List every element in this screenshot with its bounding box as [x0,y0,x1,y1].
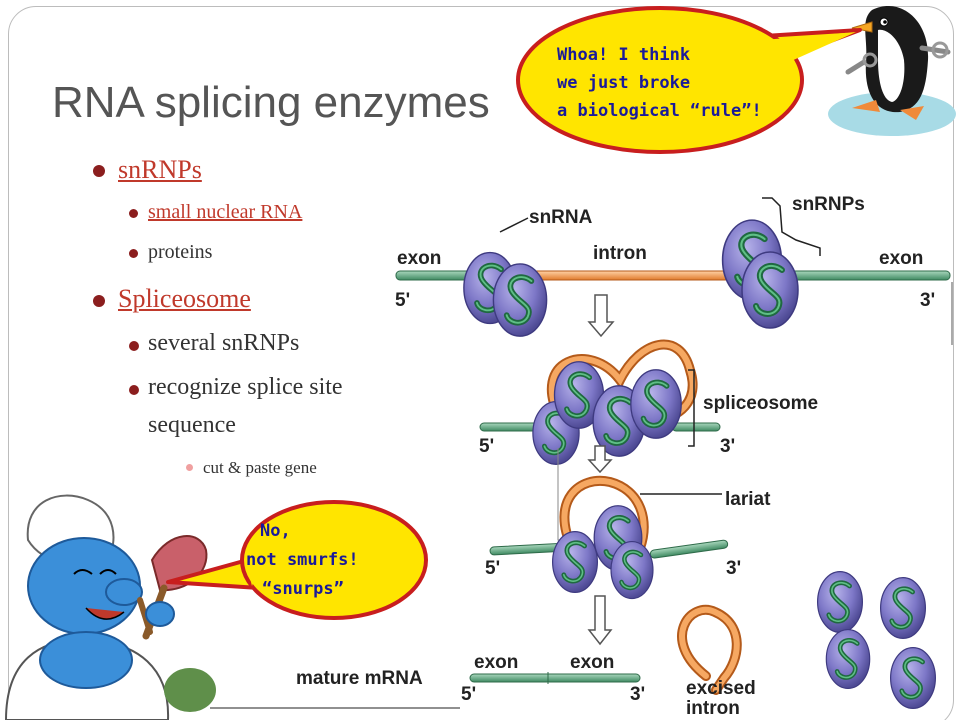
down-arrow-icon [587,445,613,474]
bullet-dot [129,385,139,395]
label-exon: exon [570,652,614,673]
bullet-cut-paste-gene: cut & paste gene [203,458,317,477]
label-intron: intron [686,698,740,719]
label-lariat: lariat [725,489,771,510]
label-3-prime: 3' [630,684,645,705]
smurf-illustration [4,494,216,720]
penguin-bubble-line2: we just broke [557,73,690,93]
slide-frame [8,6,954,720]
label-exon-left: exon [397,248,441,269]
label-5-prime: 5' [485,558,500,579]
slide-title: RNA splicing enzymes [52,78,490,127]
stage-lariat [489,475,729,599]
label-3-prime: 3' [920,290,935,311]
label-5-prime: 5' [461,684,476,705]
smurf-speech-bubble: No, not smurfs! “snurps” [166,500,428,620]
penguin-bubble-line1: Whoa! I think [557,45,690,65]
label-exon: exon [474,652,518,673]
snrnp-protein [631,370,681,438]
snrnp-protein [553,532,598,593]
snrnp-protein [742,252,798,328]
snrnp-protein [611,542,653,599]
label-snrnps: snRNPs [792,194,865,215]
bullet-sequence: sequence [148,412,236,438]
bullet-dot [186,464,193,471]
bullet-dot [129,249,138,258]
snrnp-protein [493,264,546,336]
bullet-dot [129,341,139,351]
label-spliceosome: spliceosome [703,393,818,414]
label-intron: intron [593,243,647,264]
label-snrna: snRNA [529,207,593,228]
label-mature-mrna: mature mRNA [296,668,423,689]
snrnp-protein [891,648,936,709]
penguin-illustration [828,5,956,136]
label-3-prime: 3' [720,436,735,457]
bullet-spliceosome[interactable]: Spliceosome [118,284,251,313]
down-arrow-icon [587,595,613,646]
exon-right-strand [775,270,951,281]
label-3-prime: 3' [726,558,741,579]
snrnp-protein [881,578,926,639]
bullet-small-nuclear-rna[interactable]: small nuclear RNA [148,201,303,223]
penguin-speech-bubble: Whoa! I think we just broke a biological… [516,6,862,154]
penguin-bubble-line3: a biological “rule”! [557,101,762,121]
label-excised: excised [686,678,756,699]
label-5-prime: 5' [395,290,410,311]
snrnp-protein [818,572,863,633]
label-exon-right: exon [879,248,923,269]
stage-mature-mrna [210,605,742,709]
stage-pre-mrna [395,197,953,345]
smurf-bubble-line3: “snurps” [262,579,344,599]
smurf-bubble-line2: not smurfs! [246,550,359,570]
bullet-several-snrnps: several snRNPs [148,330,300,356]
smurf-bubble-line1: No, [260,521,291,541]
down-arrow-icon [587,294,615,338]
snrnp-protein [826,630,869,689]
bullet-proteins: proteins [148,241,213,263]
bullet-dot [93,165,105,177]
bullet-recognize-splice-site: recognize splice site [148,374,343,400]
bullet-snrnps[interactable]: snRNPs [118,155,202,184]
stage-spliceosome [479,339,721,465]
free-snrnps [818,572,936,709]
label-5-prime: 5' [479,436,494,457]
bullet-dot [93,295,105,307]
bullet-dot [129,209,138,218]
